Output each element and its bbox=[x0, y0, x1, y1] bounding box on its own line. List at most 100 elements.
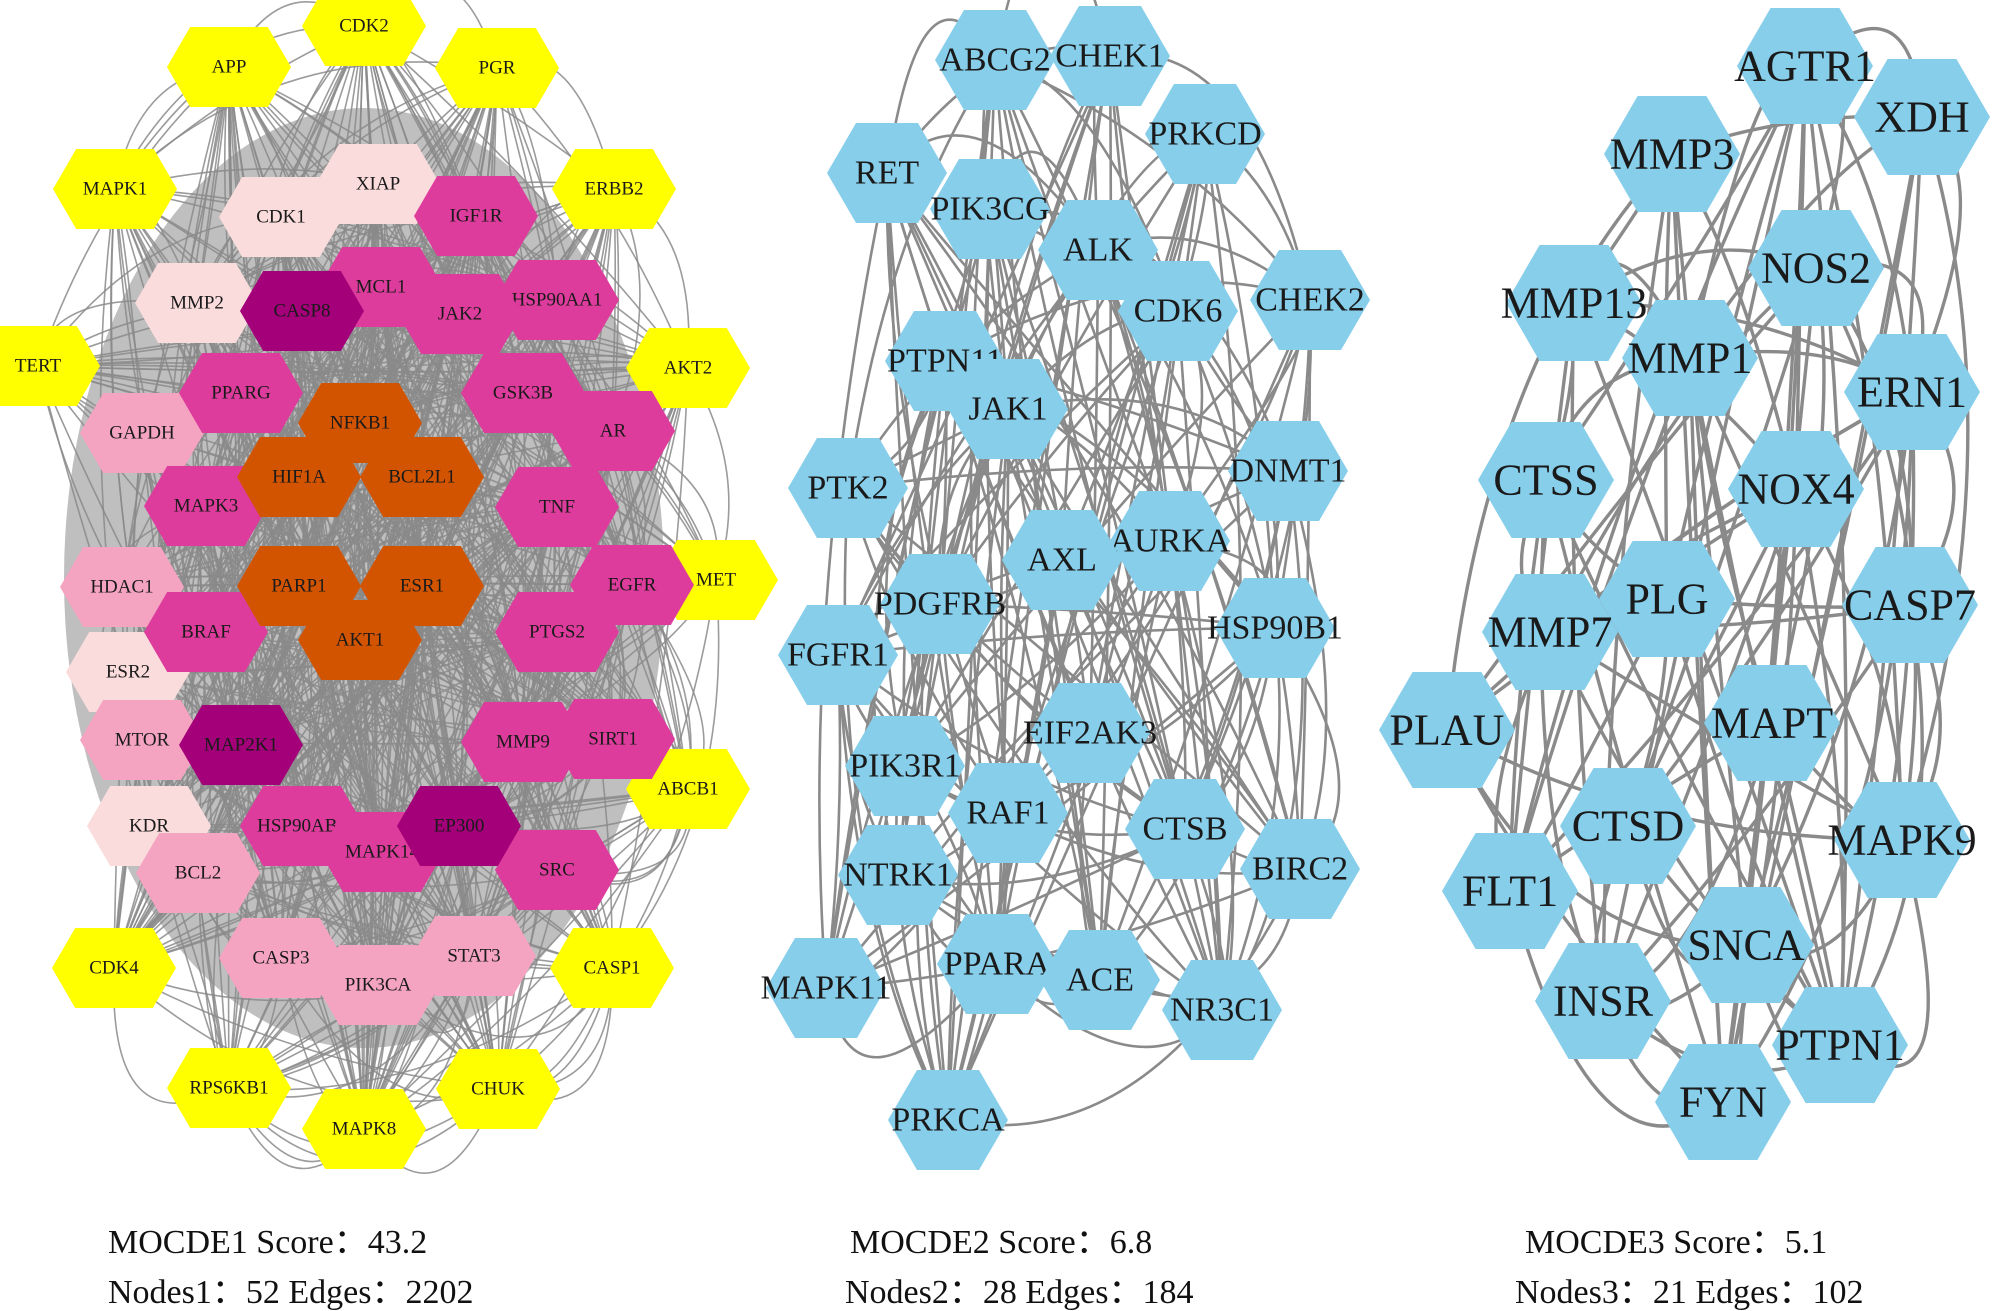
node-flt1[interactable]: FLT1 bbox=[1442, 833, 1578, 949]
node-ret[interactable]: RET bbox=[827, 123, 947, 223]
node-bcl2[interactable]: BCL2 bbox=[136, 833, 260, 913]
node-nr3c1[interactable]: NR3C1 bbox=[1162, 960, 1282, 1060]
node-ctsb[interactable]: CTSB bbox=[1125, 779, 1245, 879]
node-eif2ak3[interactable]: EIF2AK3 bbox=[1023, 683, 1157, 783]
node-alk[interactable]: ALK bbox=[1038, 200, 1158, 300]
node-casp7[interactable]: CASP7 bbox=[1842, 547, 1978, 663]
node-mapk1[interactable]: MAPK1 bbox=[53, 149, 177, 229]
node-agtr1[interactable]: AGTR1 bbox=[1734, 8, 1876, 124]
node-mmp1[interactable]: MMP1 bbox=[1622, 300, 1758, 416]
node-ptgs2[interactable]: PTGS2 bbox=[495, 592, 619, 672]
node-stat3[interactable]: STAT3 bbox=[412, 916, 536, 996]
node-pik3cg[interactable]: PIK3CG bbox=[930, 159, 1050, 259]
node-snca[interactable]: SNCA bbox=[1678, 887, 1814, 1003]
node-rps6kb1[interactable]: RPS6KB1 bbox=[167, 1048, 291, 1128]
node-cdk6[interactable]: CDK6 bbox=[1118, 261, 1238, 361]
node-nos2[interactable]: NOS2 bbox=[1748, 210, 1884, 326]
node-axl[interactable]: AXL bbox=[1002, 510, 1122, 610]
node-ace[interactable]: ACE bbox=[1040, 930, 1160, 1030]
node-ctss[interactable]: CTSS bbox=[1478, 422, 1614, 538]
mocde1-edges-value: 2202 bbox=[405, 1274, 474, 1311]
node-gapdh[interactable]: GAPDH bbox=[80, 393, 204, 473]
node-shape bbox=[838, 825, 958, 925]
node-plg[interactable]: PLG bbox=[1599, 541, 1735, 657]
node-nox4[interactable]: NOX4 bbox=[1728, 431, 1864, 547]
node-hsp90b1[interactable]: HSP90B1 bbox=[1207, 578, 1343, 678]
node-insr[interactable]: INSR bbox=[1535, 943, 1671, 1059]
node-app[interactable]: APP bbox=[167, 27, 291, 107]
node-fgfr1[interactable]: FGFR1 bbox=[778, 605, 898, 705]
node-pgr[interactable]: PGR bbox=[435, 28, 559, 108]
node-aurka[interactable]: AURKA bbox=[1110, 491, 1231, 591]
node-hif1a[interactable]: HIF1A bbox=[237, 437, 361, 517]
node-mmp2[interactable]: MMP2 bbox=[135, 263, 259, 343]
node-mapk8[interactable]: MAPK8 bbox=[302, 1089, 426, 1169]
node-mapk9[interactable]: MAPK9 bbox=[1827, 782, 1977, 898]
node-tnf[interactable]: TNF bbox=[495, 467, 619, 547]
node-ppara[interactable]: PPARA bbox=[937, 914, 1057, 1014]
node-ptk2[interactable]: PTK2 bbox=[788, 438, 908, 538]
node-pik3r1[interactable]: PIK3R1 bbox=[845, 716, 965, 816]
node-jak1[interactable]: JAK1 bbox=[948, 359, 1068, 459]
node-braf[interactable]: BRAF bbox=[144, 592, 268, 672]
node-ep300[interactable]: EP300 bbox=[397, 786, 521, 866]
node-prkca[interactable]: PRKCA bbox=[888, 1070, 1008, 1170]
node-chek2[interactable]: CHEK2 bbox=[1250, 250, 1370, 350]
node-chek1[interactable]: CHEK1 bbox=[1050, 6, 1170, 106]
node-ar[interactable]: AR bbox=[551, 391, 675, 471]
node-ctsd[interactable]: CTSD bbox=[1560, 768, 1696, 884]
node-dnmt1[interactable]: DNMT1 bbox=[1228, 421, 1348, 521]
node-jak2[interactable]: JAK2 bbox=[398, 274, 522, 354]
node-casp3[interactable]: CASP3 bbox=[219, 918, 343, 998]
node-mmp7[interactable]: MMP7 bbox=[1482, 574, 1618, 690]
node-igf1r[interactable]: IGF1R bbox=[414, 176, 538, 256]
node-fyn[interactable]: FYN bbox=[1655, 1044, 1791, 1160]
node-cdk2[interactable]: CDK2 bbox=[302, 0, 426, 66]
node-pdgfrb[interactable]: PDGFRB bbox=[874, 554, 1006, 654]
node-xiap[interactable]: XIAP bbox=[316, 144, 440, 224]
node-ntrk1[interactable]: NTRK1 bbox=[838, 825, 958, 925]
node-shape bbox=[398, 274, 522, 354]
node-gsk3b[interactable]: GSK3B bbox=[461, 353, 585, 433]
node-mmp3[interactable]: MMP3 bbox=[1604, 96, 1740, 212]
node-mapk3[interactable]: MAPK3 bbox=[144, 466, 268, 546]
node-src[interactable]: SRC bbox=[495, 830, 619, 910]
node-label: PGR bbox=[479, 58, 516, 79]
node-sirt1[interactable]: SIRT1 bbox=[551, 699, 675, 779]
node-cdk1[interactable]: CDK1 bbox=[219, 177, 343, 257]
node-mmp9[interactable]: MMP9 bbox=[461, 702, 585, 782]
node-mtor[interactable]: MTOR bbox=[80, 700, 204, 780]
node-shape bbox=[435, 28, 559, 108]
node-pparg[interactable]: PPARG bbox=[179, 353, 303, 433]
node-erbb2[interactable]: ERBB2 bbox=[552, 149, 676, 229]
node-hsp90aa1[interactable]: HSP90AA1 bbox=[495, 260, 619, 340]
node-pik3ca[interactable]: PIK3CA bbox=[316, 945, 440, 1025]
node-ern1[interactable]: ERN1 bbox=[1844, 334, 1980, 450]
node-label: BIRC2 bbox=[1252, 851, 1348, 888]
node-xdh[interactable]: XDH bbox=[1854, 59, 1990, 175]
node-mapk11[interactable]: MAPK11 bbox=[761, 938, 892, 1038]
node-shape bbox=[1854, 59, 1990, 175]
node-bcl2l1[interactable]: BCL2L1 bbox=[360, 437, 484, 517]
node-cdk4[interactable]: CDK4 bbox=[52, 928, 176, 1008]
node-prkcd[interactable]: PRKCD bbox=[1145, 84, 1265, 184]
node-ptpn1[interactable]: PTPN1 bbox=[1772, 987, 1908, 1103]
node-hdac1[interactable]: HDAC1 bbox=[60, 547, 184, 627]
node-label: AURKA bbox=[1110, 523, 1231, 560]
node-abcg2[interactable]: ABCG2 bbox=[935, 10, 1055, 110]
node-tert[interactable]: TERT bbox=[0, 326, 100, 406]
node-raf1[interactable]: RAF1 bbox=[948, 763, 1068, 863]
node-mapt[interactable]: MAPT bbox=[1704, 665, 1840, 781]
node-birc2[interactable]: BIRC2 bbox=[1240, 819, 1360, 919]
node-map2k1[interactable]: MAP2K1 bbox=[179, 705, 303, 785]
node-akt2[interactable]: AKT2 bbox=[626, 328, 750, 408]
node-label: ABCB1 bbox=[657, 779, 718, 800]
node-plau[interactable]: PLAU bbox=[1379, 672, 1515, 788]
node-akt1[interactable]: AKT1 bbox=[298, 600, 422, 680]
node-casp1[interactable]: CASP1 bbox=[550, 928, 674, 1008]
node-chuk[interactable]: CHUK bbox=[436, 1049, 560, 1129]
node-label: HSP90AA1 bbox=[512, 290, 603, 311]
node-mmp13[interactable]: MMP13 bbox=[1501, 245, 1648, 361]
node-casp8[interactable]: CASP8 bbox=[240, 271, 364, 351]
